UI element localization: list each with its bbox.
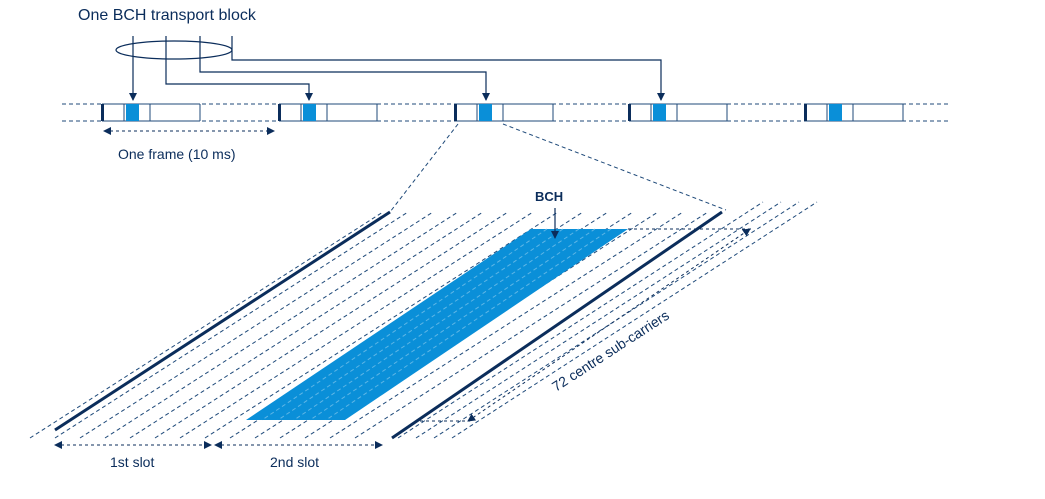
frame-start-marker [454,104,457,121]
frame-start-marker [804,104,807,121]
bch-subframe [303,104,316,121]
frame-3 [454,103,554,122]
slot-boundary-1 [54,210,391,432]
bch-symbol-line [261,228,548,421]
arrow-frame-2 [165,36,313,101]
zoom-line-right [502,123,727,211]
zoom-line-left [389,123,459,213]
bch-symbol-line [293,228,580,421]
ofdm-symbol-line [451,201,818,439]
frame-5 [804,103,904,122]
ofdm-symbol-line [204,211,559,439]
frame-timeline [62,103,948,122]
first-slot-label: 1st slot [110,454,154,470]
ofdm-symbol-line [79,211,434,439]
bch-label: BCH [535,189,563,204]
frame-4 [628,103,728,122]
second-slot-label: 2nd slot [270,454,319,470]
frame-1 [101,103,201,122]
bch-symbol-line [309,228,596,421]
bch-subframe [829,104,842,121]
bch-subframe [479,104,492,121]
frame-start-marker [628,104,631,121]
arrow-frame-4 [231,36,665,101]
transport-block-label: One BCH transport block [78,7,257,24]
bch-subframe [653,104,666,121]
frame-start-marker [278,104,281,121]
frame-2 [278,103,378,122]
transport-block-arrows [129,36,665,101]
bch-symbol-line [325,228,612,421]
frame-start-marker [101,104,104,121]
one-frame-label: One frame (10 ms) [118,146,235,162]
sub-carriers-label: 72 centre sub-carriers [549,307,672,395]
sub-carriers-dimension [467,228,751,422]
arrow-frame-3 [199,36,490,101]
bch-subframe [126,104,139,121]
